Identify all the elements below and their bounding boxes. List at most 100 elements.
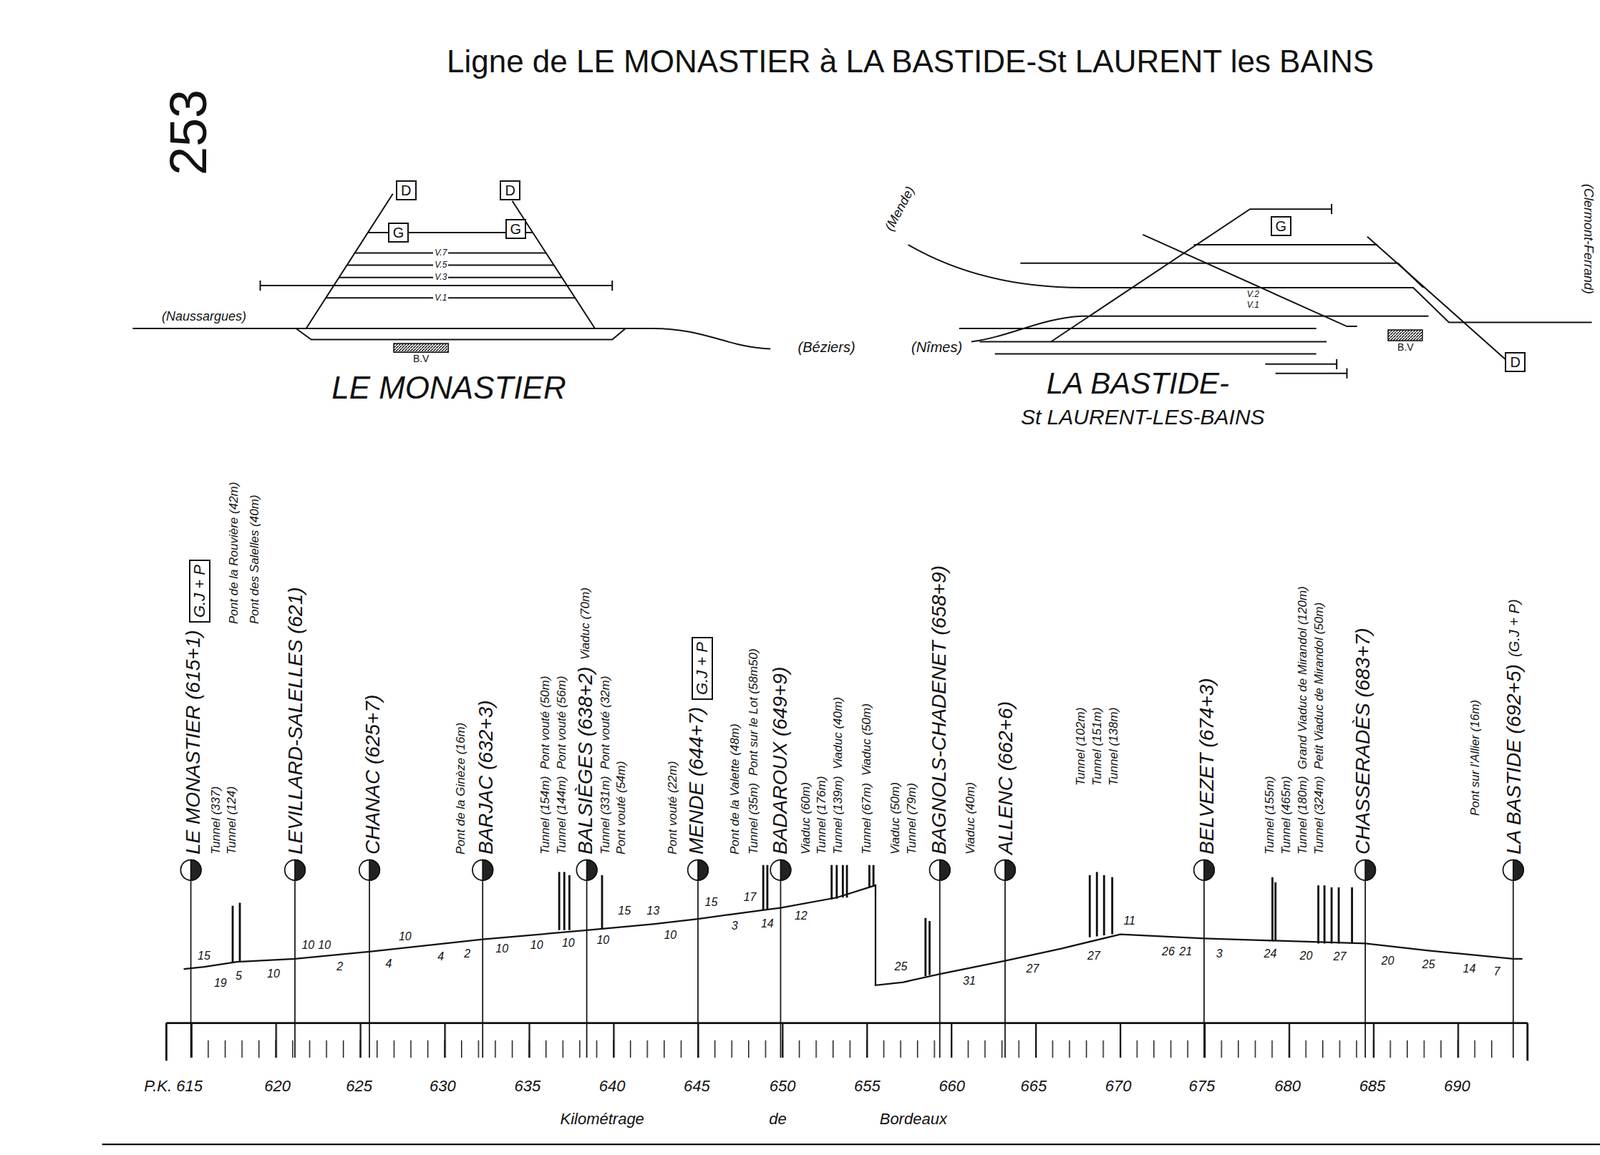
station-symbol — [1005, 860, 1016, 882]
gradient-number: 20 — [1380, 954, 1396, 968]
service-box: G.J + P — [188, 559, 211, 623]
station-name: BELVEZET (674+3) — [1196, 678, 1219, 856]
structure-label: Viaduc (40m) — [831, 697, 846, 771]
km-label: 620 — [264, 1078, 291, 1096]
km-label: 650 — [769, 1078, 797, 1096]
station-symbol — [472, 860, 494, 882]
structure-label: Viaduc (70m) — [579, 588, 593, 661]
track-label: V.1 — [1245, 300, 1261, 310]
signal-box: D — [499, 180, 520, 201]
station-plan-tracks — [132, 194, 1592, 379]
service-label: (G.J + P) — [1506, 599, 1522, 658]
station-symbol — [294, 860, 305, 882]
station-symbol — [995, 860, 1016, 882]
station-name: CHANAC (625+7) — [362, 695, 385, 855]
gradient-number: 24 — [1262, 947, 1279, 961]
bottom-rule — [102, 1143, 1600, 1146]
station-symbol — [587, 860, 598, 882]
structure-label: Tunnel (124) — [225, 786, 240, 855]
gradient-number: 19 — [212, 977, 229, 991]
gradient-number: 20 — [1297, 949, 1314, 963]
gradient-number: 12 — [793, 909, 809, 923]
structure-label: Tunnel (79m) — [905, 783, 920, 856]
node-text: D — [1509, 353, 1520, 371]
service-box: G.J + P — [691, 637, 714, 701]
station-name: LEVILLARD-SALELLES (621) — [284, 587, 308, 856]
title: Ligne de LE MONASTIER à LA BASTIDE-St LA… — [446, 44, 1374, 79]
direction-label: (Mende) — [882, 184, 918, 234]
gradient-number: 10 — [493, 942, 510, 956]
station-name: BARJAC (632+3) — [475, 700, 498, 856]
structure-label: Viaduc (50m) — [860, 704, 875, 777]
station-plan-name: St LAURENT-LES-BAINS — [1020, 405, 1265, 429]
axis-caption: de — [768, 1111, 787, 1129]
station-symbol — [1513, 860, 1524, 882]
axis-line — [166, 1023, 1527, 1062]
gradient-number: 7 — [1492, 965, 1502, 979]
station-symbol — [1355, 860, 1376, 882]
km-label: 660 — [938, 1078, 966, 1096]
structure-label: Viaduc (40m) — [964, 783, 978, 856]
station-name: BADAROUX (649+9) — [769, 667, 792, 855]
km-label: 625 — [345, 1078, 373, 1096]
axis-caption: Bordeaux — [879, 1111, 948, 1129]
structure-label: Pont de la Rouvière (42m) — [227, 482, 242, 625]
station-symbol — [697, 860, 709, 882]
structure-label: Tunnel (102m) — [1074, 707, 1089, 786]
station-name: ALLENC (662+6) — [995, 701, 1018, 855]
km-label: 645 — [683, 1078, 711, 1096]
structure-label: Pont sur le Lot (58m50) — [747, 649, 761, 777]
gradient-number: 4 — [384, 957, 394, 971]
km-label: 630 — [429, 1078, 457, 1096]
structure-label: Tunnel (144m) — [555, 776, 570, 855]
structure-label: Tunnel (337) — [209, 786, 224, 855]
gradient-number: 10 — [299, 939, 316, 953]
goods-box: G — [1270, 216, 1293, 237]
station-symbol — [180, 860, 202, 882]
station-building-symbol — [1387, 329, 1424, 342]
station-symbol — [482, 860, 493, 882]
structure-bars — [232, 865, 1353, 977]
structure-label: Pont des Salelles (40m) — [248, 495, 263, 625]
direction-label: (Béziers) — [798, 339, 856, 356]
gradient-number: 15 — [196, 949, 212, 963]
gradient-number: 4 — [435, 950, 446, 964]
structure-label: Tunnel (331m) — [599, 776, 613, 855]
gradient-number: 27 — [1332, 950, 1349, 964]
profile — [102, 865, 1600, 1146]
gradient-number: 21 — [1177, 945, 1194, 959]
station-building-symbol — [393, 342, 449, 353]
km-label: 665 — [1020, 1078, 1047, 1096]
gradient-number: 27 — [1024, 962, 1041, 976]
gradient-number: 26 — [1160, 945, 1177, 959]
structure-label: Pont sur l'Allier (16m) — [1468, 700, 1483, 817]
station-name: LA BASTIDE (692+5) — [1503, 665, 1526, 856]
goods-box: G — [388, 222, 410, 243]
track — [295, 328, 625, 341]
gradient-number: 31 — [961, 975, 978, 988]
node-text: G.J + P — [692, 642, 712, 696]
signal-box: D — [395, 180, 416, 201]
track-label: V.2 — [1245, 289, 1261, 300]
station-symbol — [929, 860, 951, 882]
station-symbol — [576, 860, 598, 882]
gradient-number: 2 — [335, 960, 345, 974]
station-symbol — [1204, 860, 1215, 882]
structure-label: Viaduc (50m) — [889, 783, 903, 856]
km-label: 640 — [599, 1078, 626, 1096]
gradient-number: 13 — [645, 904, 661, 918]
direction-label: (Naussargues) — [161, 309, 247, 325]
structure-label: Pont vouté (32m) — [599, 676, 613, 770]
structure-label: Viaduc (60m) — [799, 783, 814, 856]
station-symbol — [687, 860, 709, 882]
structure-label: Tunnel (67m) — [860, 783, 875, 856]
node-text: D — [504, 181, 515, 200]
station-name: BAGNOLS-CHADENET (658+9) — [928, 566, 951, 856]
gradient-number: 11 — [1121, 914, 1137, 928]
gradient-number: 14 — [1461, 962, 1478, 976]
direction-label: (Clermont-Ferrand) — [1580, 183, 1595, 295]
structure-label: Tunnel (154m) — [539, 776, 553, 855]
track — [1264, 359, 1347, 379]
track — [1050, 204, 1332, 342]
